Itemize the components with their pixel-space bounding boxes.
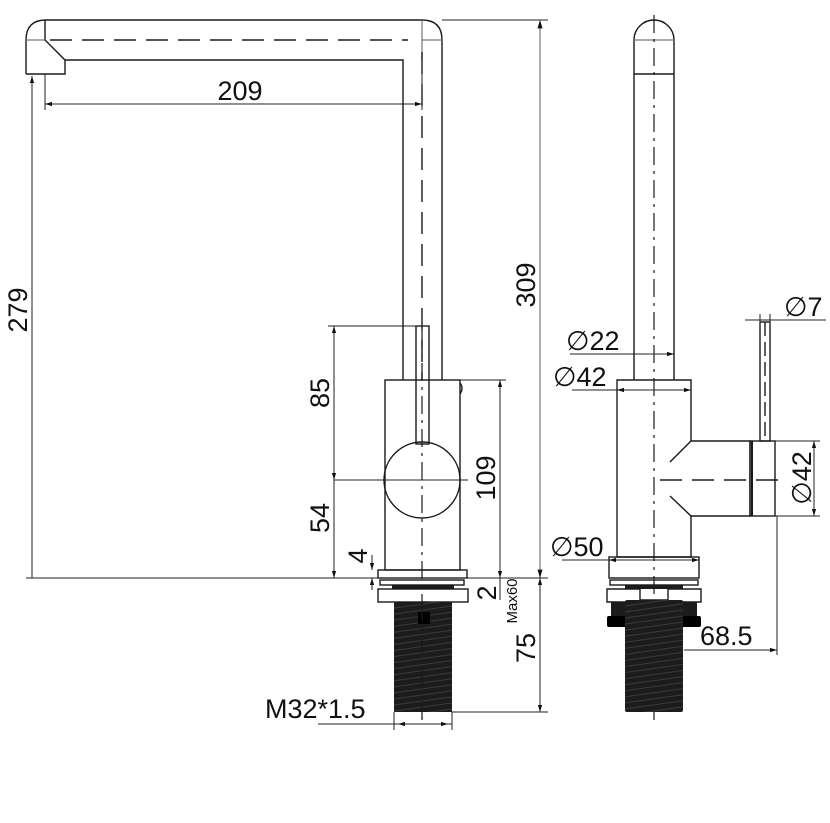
dim-base-diameter: ∅50: [550, 532, 604, 562]
dim-body-height: 109: [471, 455, 501, 500]
dim-lever-height: 85: [305, 378, 335, 408]
dim-handle-projection: 68.5: [700, 621, 753, 651]
dim-handle-diameter: ∅42: [787, 451, 817, 505]
spout-outline: [25, 19, 443, 380]
dim-lever-diameter: ∅7: [784, 292, 823, 322]
dim-shank-length: 75: [511, 633, 541, 663]
dim-spout-reach: 209: [217, 76, 262, 106]
threaded-shank-front: [625, 600, 683, 712]
dim-spout-diameter: ∅22: [566, 326, 620, 356]
dim-outlet-height: 279: [3, 287, 33, 332]
dim-gasket: 2: [472, 585, 502, 600]
body-front: [616, 379, 751, 558]
dim-total-height: 309: [511, 262, 541, 307]
base-front: [608, 556, 700, 579]
dim-lever-center: 54: [305, 503, 335, 533]
front-view: ∅7 ∅22 ∅42 ∅42 ∅50 68.5: [550, 15, 826, 720]
dim-base-ring: 4: [343, 548, 373, 563]
handle-cap: [749, 440, 776, 517]
dim-max-deck: Max60: [504, 578, 521, 623]
spout-outlet: [26, 60, 66, 75]
dim-body-top-diameter: ∅42: [553, 362, 607, 392]
side-view: 209 279 309 85 54 109: [3, 19, 548, 730]
dim-thread-spec: M32*1.5: [265, 694, 366, 724]
washer: [377, 588, 469, 603]
